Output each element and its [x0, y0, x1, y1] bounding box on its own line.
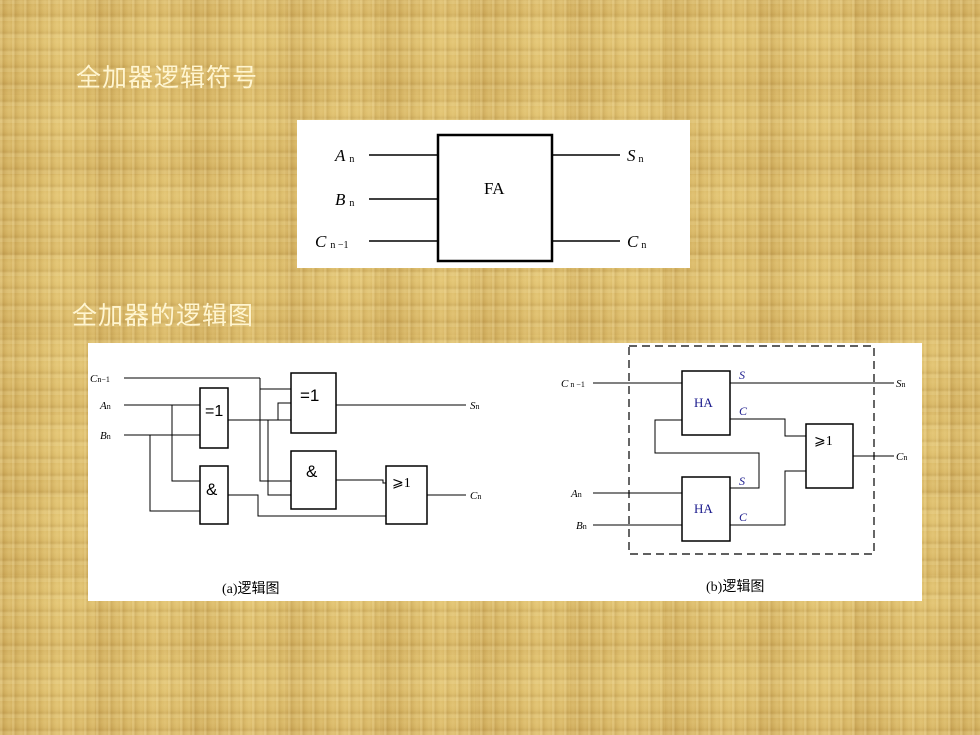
a-gate-or1 [385, 465, 428, 525]
b-ha2-carry-port: C [739, 510, 748, 524]
a-wire-an-and1 [171, 405, 200, 482]
a-gate-xor1 [199, 387, 229, 449]
b-fa-boundary [628, 345, 875, 555]
a-wire-bn-and1 [149, 435, 200, 512]
a-gate-and2 [290, 450, 337, 510]
b-wire-ha2-c-or [730, 470, 806, 526]
b-ha2-label: HA [694, 501, 713, 516]
a-label-cn1: Cn−1 [90, 373, 110, 385]
a-label-an: An [99, 400, 111, 412]
b-ha1-carry-port: C [739, 404, 748, 418]
a-wire-xor1-xor2 [277, 402, 291, 420]
a-wire-and1-or [228, 494, 386, 517]
b-label-bn: Bn [576, 520, 587, 532]
a-gate-or1-label: ⩾1 [392, 476, 411, 491]
b-gate-or-label: ⩾1 [814, 434, 833, 449]
b-ha1-sum-port: S [739, 368, 745, 382]
fa-block-label: FA [484, 179, 505, 198]
b-ha2-sum-port: S [739, 474, 745, 488]
b-wire-ha1-c-or [730, 418, 806, 437]
b-label-an: An [570, 488, 582, 500]
a-gate-and1 [199, 465, 229, 525]
fa-logic-panel: =1 =1 & & ⩾1 Cn−1 An Bn Sn Cn (a)逻辑图 [88, 343, 922, 601]
b-label-cn: Cn [896, 451, 907, 463]
b-gate-or [805, 423, 854, 489]
a-caption: (a)逻辑图 [222, 581, 280, 597]
b-half-adder-1 [681, 370, 731, 436]
a-wire-xor1-and2 [267, 420, 291, 496]
a-wire-cn1-xor2 [259, 378, 291, 390]
b-caption: (b)逻辑图 [706, 579, 764, 595]
b-ha1-label: HA [694, 395, 713, 410]
a-gate-xor2 [290, 372, 337, 434]
b-half-adder-2 [681, 476, 731, 542]
b-wire-ha2-s-ha1 [654, 419, 760, 489]
a-label-bn: Bn [100, 430, 111, 442]
a-gate-and1-label: & [206, 480, 218, 499]
fa-block [436, 133, 554, 263]
heading-fa-logic: 全加器的逻辑图 [72, 301, 255, 330]
a-wire-and2-or [336, 479, 386, 484]
a-gate-xor2-label: =1 [300, 386, 319, 405]
b-label-sn: Sn [896, 378, 906, 390]
fa-logic-diagrams: =1 =1 & & ⩾1 Cn−1 An Bn Sn Cn (a)逻辑图 [90, 345, 907, 597]
a-gate-xor1-label: =1 [205, 403, 223, 420]
a-label-sn: Sn [470, 400, 480, 412]
a-label-cn: Cn [470, 490, 481, 502]
heading-fa-symbol: 全加器逻辑符号 [76, 63, 259, 92]
a-gate-and2-label: & [306, 462, 318, 481]
